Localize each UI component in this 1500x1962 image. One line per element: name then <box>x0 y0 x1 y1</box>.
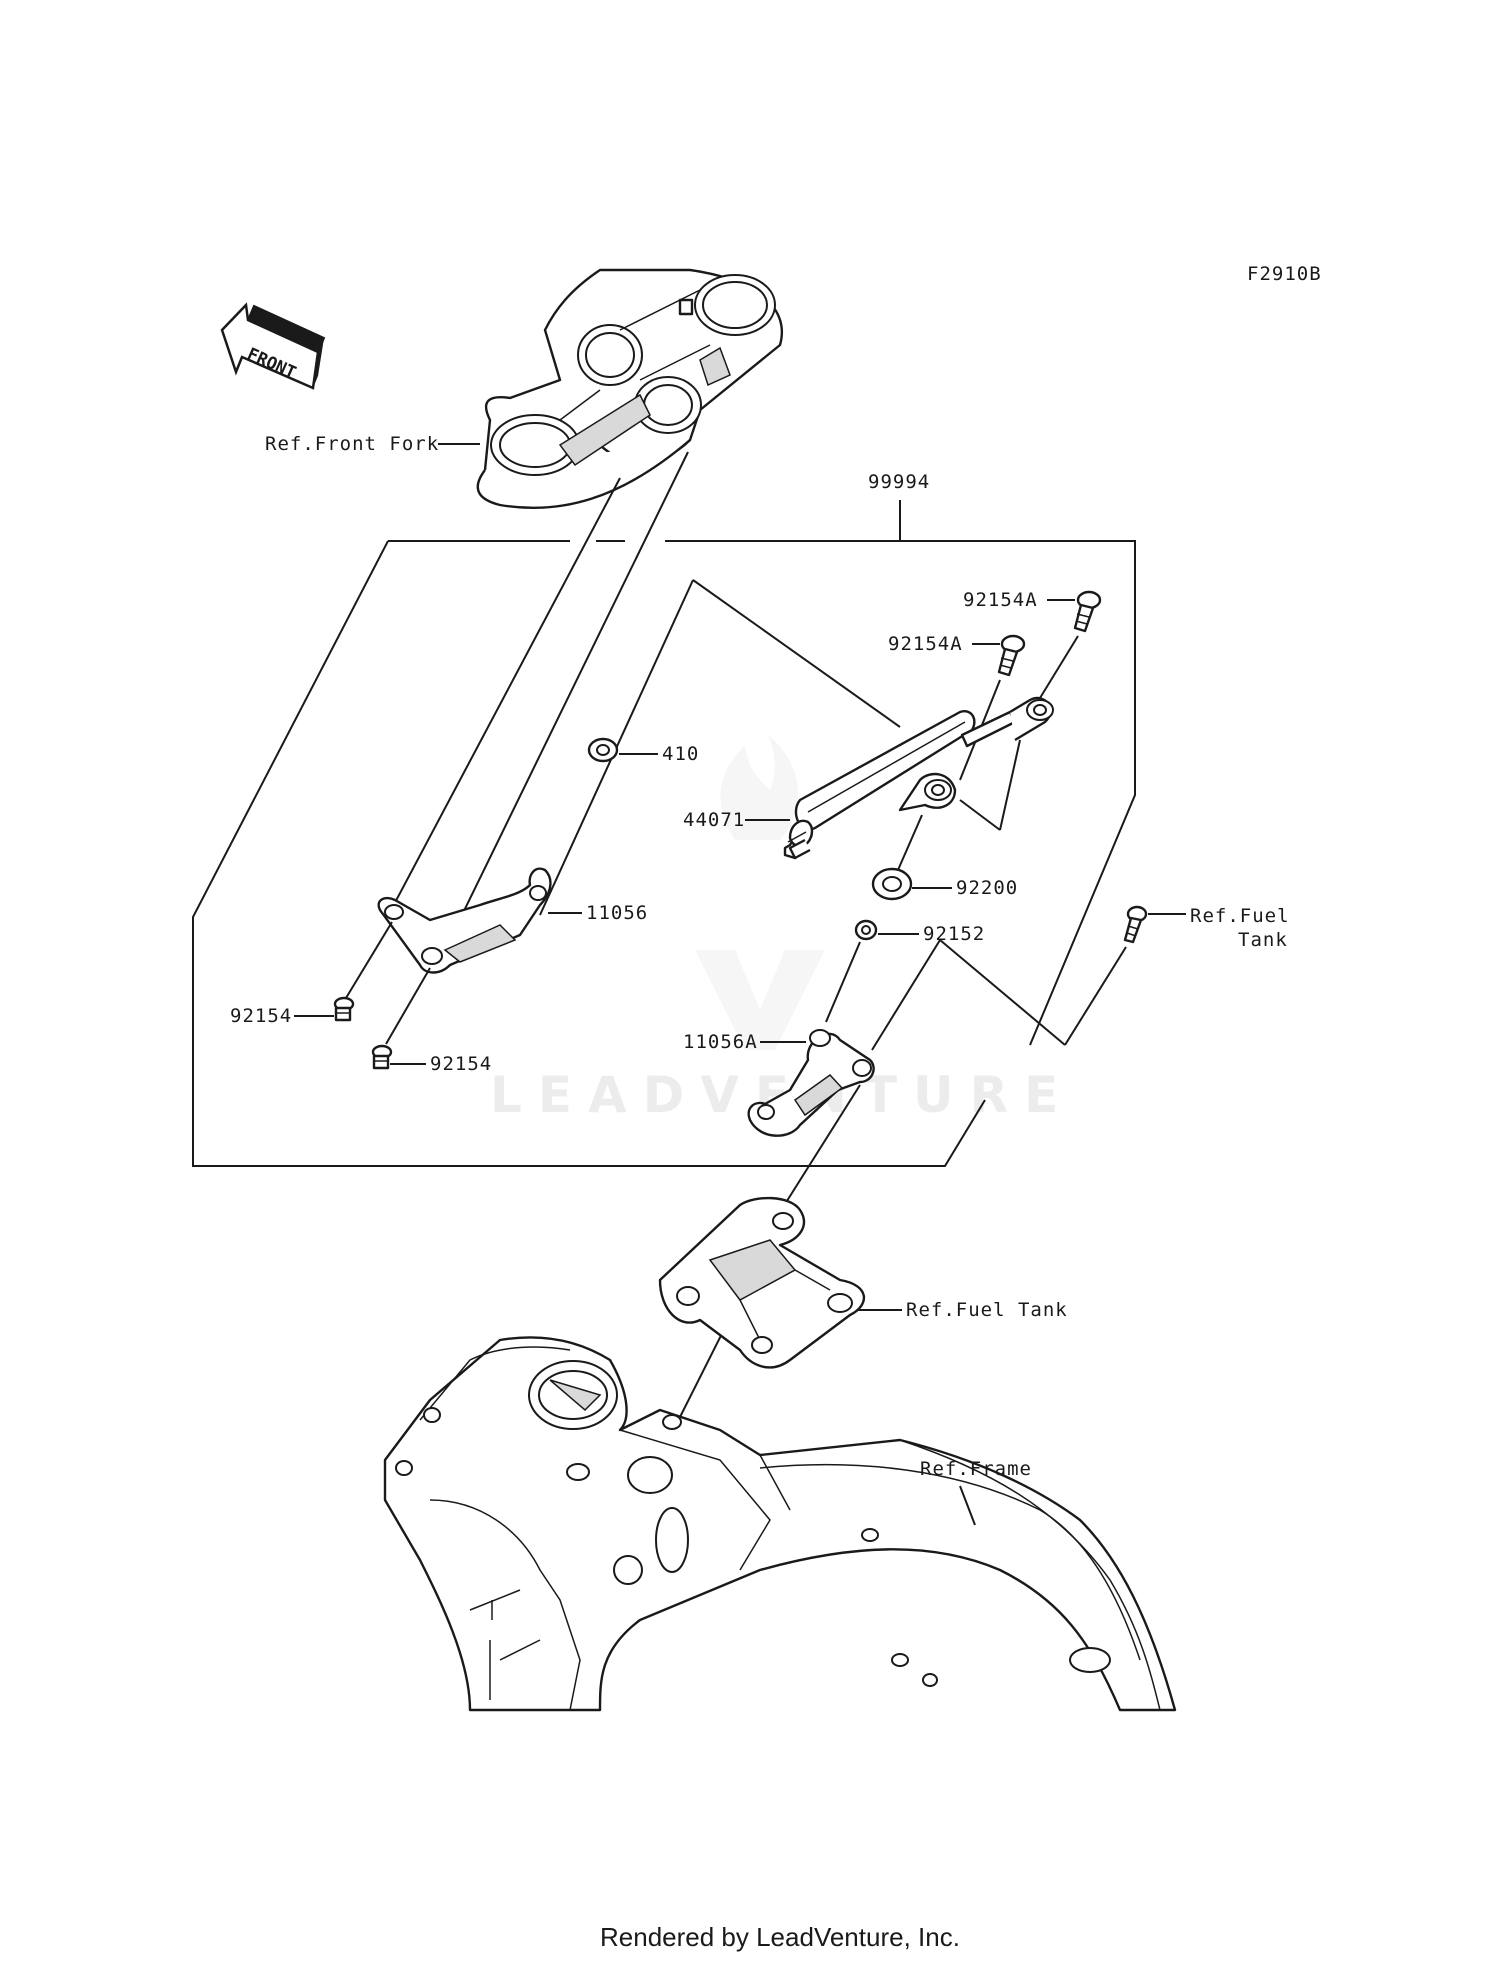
ref-fuel-tank-bolt <box>1123 905 1148 944</box>
washer-410 <box>587 737 619 763</box>
bolt-92154A-top-label: 92154A <box>963 589 1038 611</box>
ref-front-fork-label: Ref.Front Fork <box>265 433 439 455</box>
fuel-tank-bracket <box>658 1196 866 1369</box>
bracket-11056-label: 11056 <box>586 902 648 924</box>
bolt-92154-left-label: 92154 <box>230 1005 292 1027</box>
ref-fuel-tank-right-line1: Ref.Fuel <box>1190 905 1290 927</box>
washer-410-label: 410 <box>662 743 699 765</box>
bracket-11056A-label: 11056A <box>683 1031 758 1053</box>
upper-triple-clamp <box>476 268 783 510</box>
frame <box>383 1336 1177 1712</box>
front-arrow-icon: FRONT <box>220 302 326 390</box>
bolt-92154A-mid-label: 92154A <box>888 633 963 655</box>
bolt-92154-left <box>333 996 355 1022</box>
footer-credit: Rendered by LeadVenture, Inc. <box>600 1922 960 1952</box>
ref-fuel-tank-bracket-label: Ref.Fuel Tank <box>906 1299 1068 1321</box>
bracket-11056A <box>747 1029 875 1137</box>
collar-92200-label: 92200 <box>956 877 1018 899</box>
bolt-92154-bottom-label: 92154 <box>430 1053 492 1075</box>
collar-92152-label: 92152 <box>923 923 985 945</box>
ref-fuel-tank-right-line2: Tank <box>1238 929 1288 951</box>
kit-99994-label: 99994 <box>868 471 930 493</box>
bolt-92154A-mid <box>997 634 1026 677</box>
ref-frame-label: Ref.Frame <box>920 1458 1032 1480</box>
bolt-92154-bottom <box>371 1044 393 1070</box>
bolt-92154A-top <box>1073 590 1102 633</box>
collar-92200 <box>871 867 913 901</box>
damper-44071-label: 44071 <box>683 809 745 831</box>
collar-92152 <box>854 919 878 941</box>
steering-damper <box>783 696 1054 860</box>
watermark-logo <box>695 735 825 1050</box>
diagram-code: F2910B <box>1247 263 1322 285</box>
bracket-11056 <box>377 867 552 974</box>
